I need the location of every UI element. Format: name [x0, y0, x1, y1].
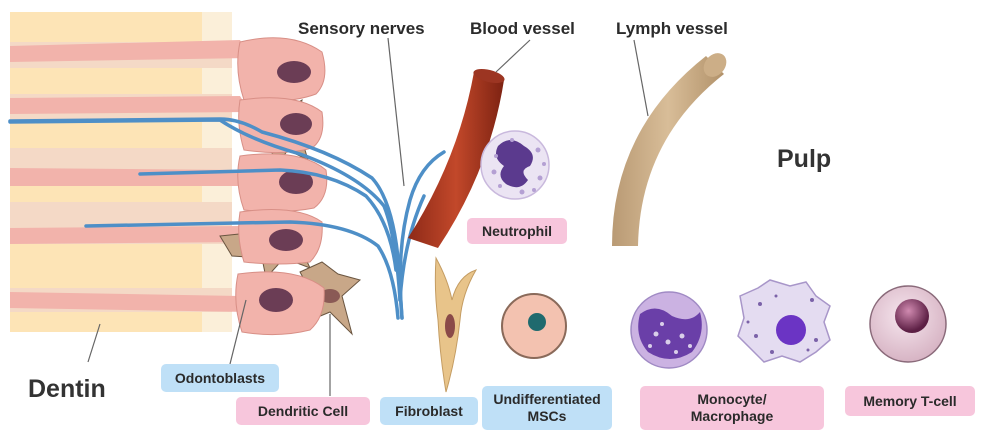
- monocyte-line2: Macrophage: [690, 408, 774, 424]
- monocyte-macrophage-tag: Monocyte/ Macrophage: [640, 386, 824, 430]
- pulp-label: Pulp: [777, 145, 832, 173]
- memory-t-cell-tag: Memory T-cell: [845, 386, 975, 416]
- blood-vessel: [408, 69, 505, 248]
- monocyte-line1: Monocyte/: [697, 391, 767, 407]
- odontoblasts-tag: Odontoblasts: [161, 364, 279, 392]
- lymph-vessel: [612, 53, 727, 246]
- sensory-nerves-label: Sensory nerves: [298, 19, 425, 38]
- dendritic-cell-tag: Dendritic Cell: [236, 397, 370, 425]
- monocyte-cell: [630, 291, 708, 369]
- sensory-nerves: [8, 117, 446, 320]
- memory-t-cell: [869, 285, 947, 363]
- fibroblast-tag: Fibroblast: [380, 397, 478, 425]
- undifferentiated-mscs-tag: Undifferentiated MSCs: [482, 386, 612, 430]
- neutrophil-cell: [480, 130, 550, 200]
- neutrophil-tag: Neutrophil: [467, 218, 567, 244]
- lymph-vessel-label: Lymph vessel: [616, 19, 728, 38]
- blood-vessel-label: Blood vessel: [470, 19, 575, 38]
- undifferentiated-mscs-line2: MSCs: [527, 408, 567, 424]
- odontoblast-nuclei: [259, 61, 313, 312]
- undifferentiated-mscs-line1: Undifferentiated: [493, 391, 601, 407]
- macrophage-cell: [737, 279, 831, 363]
- leader-lines: [87, 37, 649, 396]
- msc-cell: [501, 293, 567, 359]
- dentin-label: Dentin: [28, 375, 106, 403]
- fibroblast-cell: [434, 256, 478, 393]
